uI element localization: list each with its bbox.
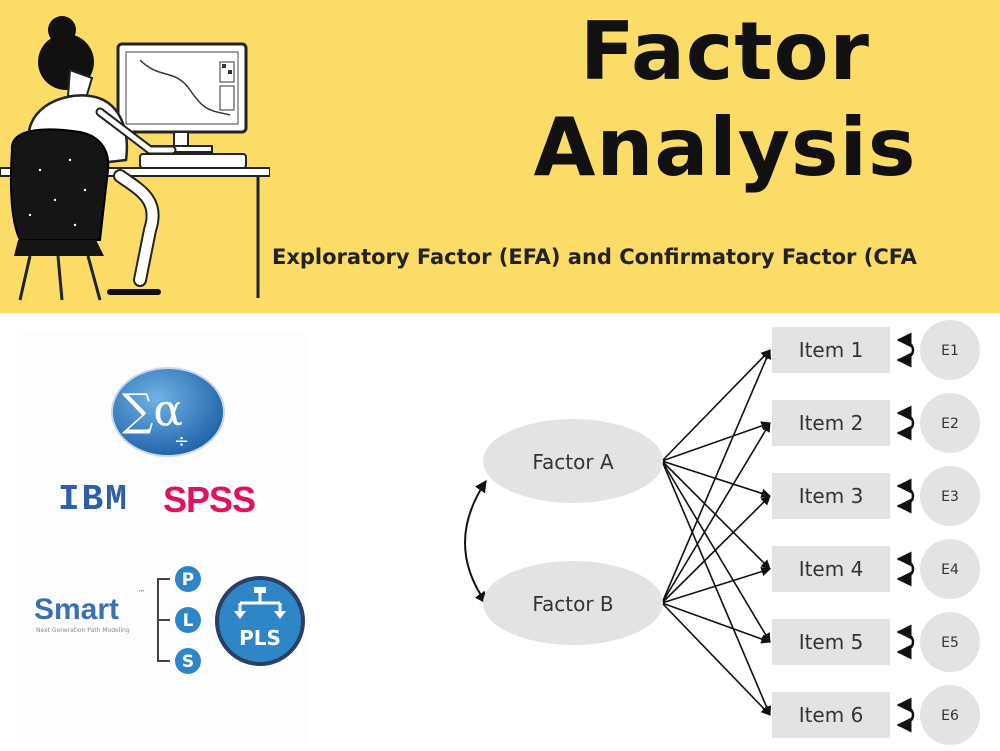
loading-arrow-f1-item-6 bbox=[661, 460, 772, 716]
content-area: ∑α ÷ IBM SPSS Smart ™ Next Generation Pa… bbox=[0, 313, 1000, 751]
header-banner: Factor Analysis Exploratory Factor (EFA)… bbox=[0, 0, 1000, 313]
pls-badge-icon: PLS bbox=[215, 576, 305, 666]
subtitle: Exploratory Factor (EFA) and Confirmator… bbox=[272, 245, 917, 269]
loading-arrow-f1-item-5 bbox=[661, 460, 771, 643]
error-node-6 bbox=[920, 685, 980, 745]
error-arrow-2 bbox=[896, 405, 915, 441]
spss-logo: SPSS bbox=[163, 479, 256, 520]
error-node-3 bbox=[920, 466, 980, 526]
error-arrow-5 bbox=[896, 624, 915, 660]
error-label-3: E3 bbox=[941, 489, 959, 505]
smartpls-tagline: Next Generation Path Modeling bbox=[36, 627, 130, 634]
title-line-1: Factor bbox=[579, 5, 871, 98]
smartpls-logo-text: Smart bbox=[34, 593, 120, 626]
item-label-3: Item 3 bbox=[799, 484, 864, 508]
factor-label-b: Factor B bbox=[532, 592, 613, 616]
loading-arrow-f1-item-2 bbox=[661, 421, 771, 462]
p-circle bbox=[175, 566, 201, 592]
letter-p: P bbox=[182, 570, 194, 590]
error-label-5: E5 bbox=[941, 635, 959, 651]
loading-arrow-f2-item-2 bbox=[661, 422, 771, 604]
error-label-4: E4 bbox=[941, 562, 959, 578]
ibm-logo: IBM bbox=[58, 479, 129, 520]
error-arrow-1 bbox=[896, 332, 915, 368]
item-label-5: Item 5 bbox=[799, 630, 864, 654]
l-circle bbox=[175, 607, 201, 633]
item-box-6 bbox=[772, 692, 890, 738]
factor-node-b bbox=[483, 561, 663, 645]
item-label-4: Item 4 bbox=[799, 557, 864, 581]
error-node-4 bbox=[920, 539, 980, 599]
error-arrow-6 bbox=[896, 697, 915, 733]
item-label-6: Item 6 bbox=[799, 703, 864, 727]
error-node-2 bbox=[920, 393, 980, 453]
loading-arrow-f1-item-1 bbox=[661, 349, 771, 462]
letter-s: S bbox=[182, 652, 194, 672]
error-label-6: E6 bbox=[941, 708, 959, 724]
pls-letters-icon: P L S bbox=[157, 566, 201, 674]
error-node-1 bbox=[920, 320, 980, 380]
item-box-2 bbox=[772, 400, 890, 446]
error-arrow-4 bbox=[896, 551, 915, 587]
loading-arrow-f1-item-3 bbox=[661, 460, 771, 498]
loading-arrows bbox=[661, 349, 772, 716]
error-node-5 bbox=[920, 612, 980, 672]
loading-arrow-f2-item-6 bbox=[661, 602, 771, 716]
factor-covariance-arrow bbox=[464, 480, 487, 604]
factor-label-a: Factor A bbox=[532, 450, 614, 474]
item-label-2: Item 2 bbox=[799, 411, 864, 435]
loading-arrow-f2-item-1 bbox=[661, 349, 772, 604]
pls-badge-label: PLS bbox=[239, 626, 281, 650]
page-title: Factor Analysis bbox=[515, 4, 935, 196]
loading-arrow-f2-item-5 bbox=[661, 602, 771, 644]
item-box-5 bbox=[772, 619, 890, 665]
title-line-2: Analysis bbox=[533, 101, 917, 194]
spss-statistics-icon: ∑α ÷ bbox=[111, 367, 225, 457]
error-label-1: E1 bbox=[941, 343, 959, 359]
s-circle bbox=[175, 648, 201, 674]
sigma-alpha-symbols: ∑α bbox=[122, 385, 183, 436]
loading-arrow-f2-item-3 bbox=[661, 495, 771, 604]
item-box-3 bbox=[772, 473, 890, 519]
person-at-computer-illustration bbox=[0, 16, 270, 301]
item-box-4 bbox=[772, 546, 890, 592]
letter-l: L bbox=[183, 611, 194, 631]
smartpls-trademark: ™ bbox=[138, 589, 145, 597]
factor-node-a bbox=[483, 419, 663, 503]
item-box-1 bbox=[772, 327, 890, 373]
loading-arrow-f1-item-4 bbox=[661, 460, 771, 570]
divide-symbol: ÷ bbox=[174, 431, 189, 452]
error-arrow-3 bbox=[896, 478, 915, 514]
error-label-2: E2 bbox=[941, 416, 959, 432]
item-label-1: Item 1 bbox=[799, 338, 864, 362]
